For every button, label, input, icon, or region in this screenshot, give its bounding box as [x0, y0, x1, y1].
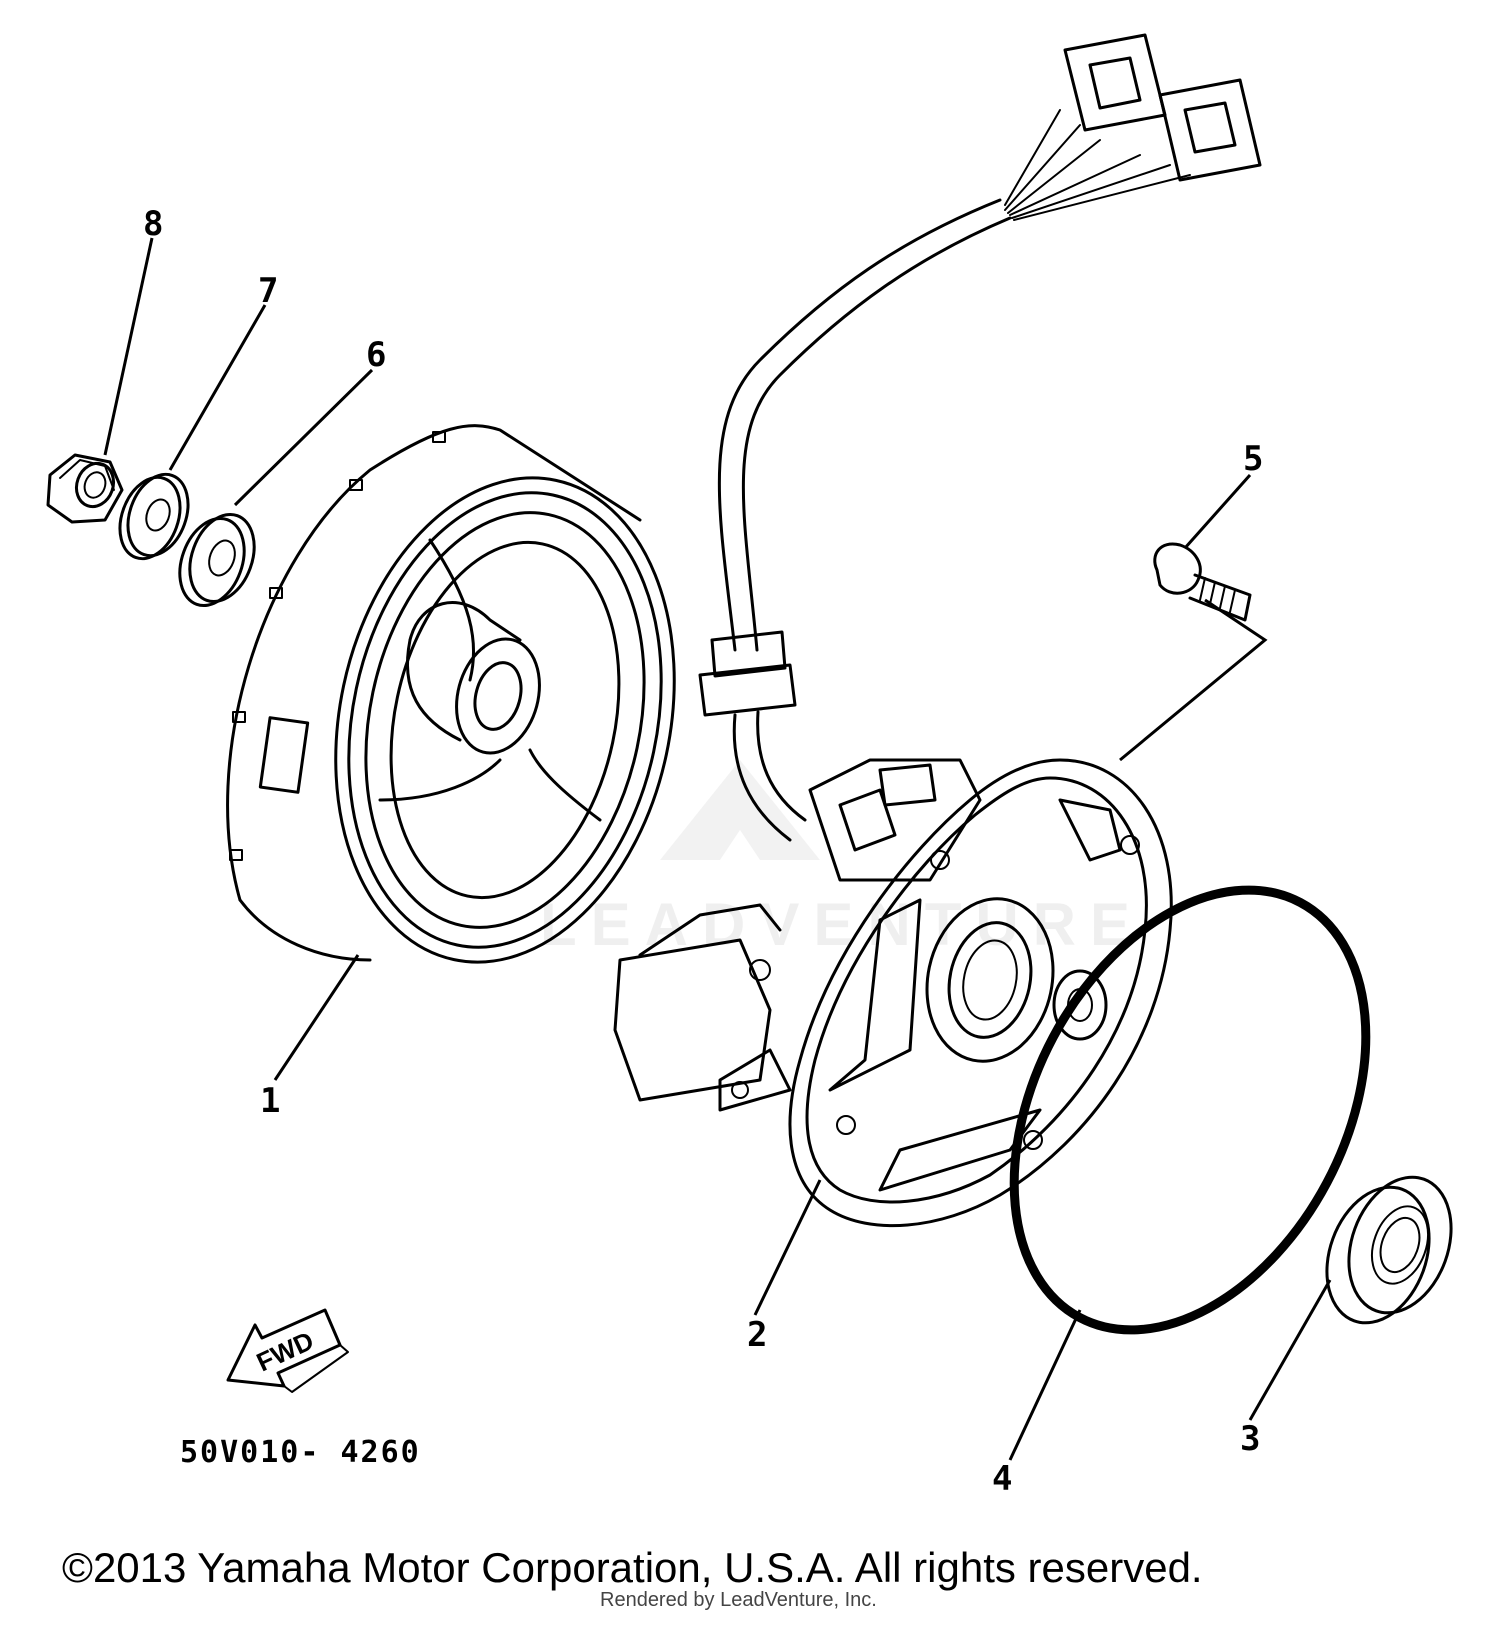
rendered-by: Rendered by LeadVenture, Inc.: [600, 1589, 877, 1611]
stator-assembly[interactable]: [613, 33, 1262, 1228]
watermark-text: LEADVENTURE: [540, 891, 1144, 958]
nut[interactable]: [46, 453, 124, 524]
screw[interactable]: [1153, 542, 1252, 622]
callout-6: 6: [366, 335, 386, 375]
lock-washer[interactable]: [109, 466, 198, 567]
callout-8: 8: [143, 204, 163, 244]
leader-lines: [103, 237, 1332, 1461]
callout-4: 4: [992, 1459, 1012, 1499]
oil-seal[interactable]: [1309, 1163, 1469, 1337]
callout-5: 5: [1243, 439, 1263, 479]
callout-labels: 8 7 6 5 1 2 3 4: [143, 204, 1263, 1499]
callout-2: 2: [747, 1315, 767, 1355]
copyright-notice: ©2013 Yamaha Motor Corporation, U.S.A. A…: [62, 1544, 1203, 1591]
forward-arrow-icon: FWD: [226, 1308, 349, 1393]
callout-7: 7: [258, 271, 278, 311]
o-ring[interactable]: [943, 830, 1437, 1391]
flywheel-rotor[interactable]: [226, 424, 718, 994]
plain-washer[interactable]: [168, 505, 265, 614]
callout-3: 3: [1240, 1419, 1260, 1459]
watermark: LEADVENTURE: [540, 760, 1144, 958]
drawing-code: 50V010- 4260: [180, 1435, 421, 1470]
callout-1: 1: [260, 1081, 280, 1121]
